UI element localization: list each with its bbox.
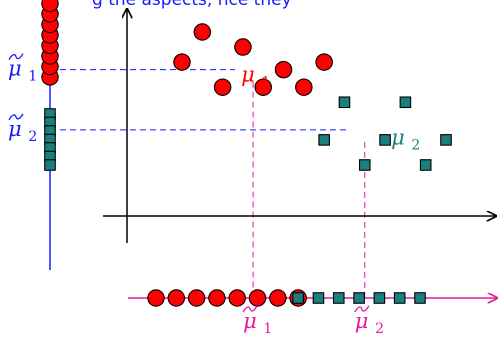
red-point [254,78,272,96]
label-mu2-tilde-x: μ 2 [354,305,384,337]
teal-point [318,134,330,146]
marginal-x-red-point [147,289,165,307]
tilde-mark [242,305,258,313]
tilde-mark [354,305,370,313]
mu2-tilde-x-subscript: 2 [375,321,384,337]
marginal-x-red-point [228,289,246,307]
marginal-y-teal-point [44,159,56,171]
label-mu2-tilde-y: μ 2 [8,113,37,145]
mu1-tilde-x-symbol: μ [243,309,257,333]
mu1-symbol: μ [241,63,255,87]
caption-partial: g the aspects, nce they [92,0,292,10]
svg-text:μ 2: μ 2 [355,309,384,337]
teal-point [338,96,351,109]
guide-lines [50,69,366,298]
svg-text:μ 2: μ 2 [391,125,420,153]
red-point [173,53,191,71]
marginal-x-teal-point [393,292,406,304]
marginal-x-teal-point [353,292,365,304]
red-point [274,60,293,79]
red-point [315,53,333,71]
teal-point [419,159,432,171]
mu2-symbol: μ [391,125,405,149]
red-point [213,78,232,96]
marginal-x-points [147,289,426,307]
svg-text:μ 2: μ 2 [8,117,37,145]
label-mu1: μ 1 [241,63,270,91]
svg-text:μ 1: μ 1 [243,309,272,337]
teal-point [399,96,412,109]
mu2-tilde-y-subscript: 2 [28,129,37,145]
red-point [193,23,212,41]
label-mu1-tilde-y: μ 1 [8,53,37,85]
marginal-x-red-point [208,289,226,307]
svg-text:μ 1: μ 1 [8,57,37,85]
mean-labels: μ 1 μ 2 μ 1 μ 2 μ [8,53,420,337]
marginal-x-teal-point [414,292,426,304]
marginal-x-red-point [187,289,206,307]
mu1-tilde-y-symbol: μ [8,57,22,81]
svg-text:μ 1: μ 1 [241,63,270,91]
marginal-x-red-point [269,289,287,307]
marginal-y-red-point [41,0,59,13]
marginal-x-teal-point [292,292,304,304]
mu1-subscript: 1 [261,75,270,91]
marginal-x-teal-point [373,292,386,304]
tilde-mark [8,113,24,121]
red-point [295,78,313,96]
label-mu2: μ 2 [391,125,420,153]
marginal-y-points [41,0,59,171]
main-points [173,23,452,171]
teal-point [379,134,391,146]
red-point [234,38,252,56]
marginal-x-red-point [248,289,267,307]
mu2-tilde-y-symbol: μ [8,117,22,141]
mu2-subscript: 2 [411,137,420,153]
teal-point [358,159,371,171]
mu1-tilde-y-subscript: 1 [28,69,37,85]
marginal-x-teal-point [332,292,345,304]
tilde-mark [8,53,24,60]
mu2-tilde-x-symbol: μ [355,309,369,333]
marginal-x-teal-point [312,292,325,304]
marginal-x-red-point [167,289,186,307]
teal-point [440,134,452,146]
mu1-tilde-x-subscript: 1 [263,321,272,337]
label-mu1-tilde-x: μ 1 [242,305,272,337]
